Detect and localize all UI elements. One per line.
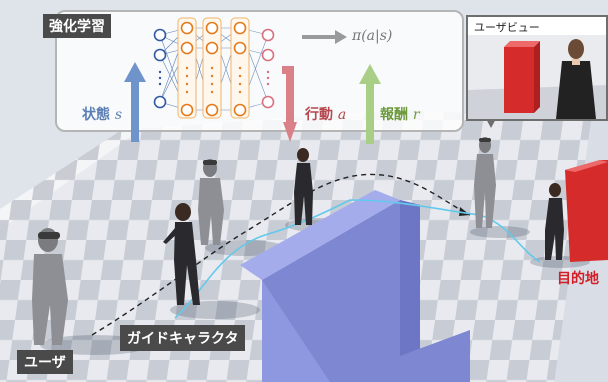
state-label: 状態 s	[82, 104, 122, 124]
policy-label: π(a|s)	[352, 28, 393, 44]
user-view-panel: ユーザビュー	[466, 15, 608, 121]
action-label-text: 行動	[305, 107, 333, 123]
state-symbol: s	[114, 107, 123, 123]
reward-label-text: 報酬	[380, 107, 408, 123]
reward-arrow	[359, 64, 381, 144]
red-box-target-icon	[504, 41, 540, 113]
person-figure-icon	[556, 39, 596, 119]
neural-network-icon	[153, 17, 347, 119]
guide-character-figures	[163, 148, 564, 305]
user-view-title: ユーザビュー	[474, 21, 540, 34]
reinforcement-learning-panel	[55, 10, 464, 132]
rl-title: 強化学習	[43, 14, 111, 38]
l-shaped-wall	[240, 190, 470, 382]
reward-symbol: r	[412, 107, 420, 123]
user-label: ユーザ	[17, 350, 73, 374]
action-label: 行動 a	[305, 104, 346, 124]
user-view-image	[468, 35, 606, 119]
goal-label: 目的地	[557, 271, 599, 287]
cyan-path	[174, 199, 541, 319]
action-arrow	[282, 66, 297, 142]
guide-character-label: ガイドキャラクタ	[120, 325, 246, 351]
state-arrow	[124, 62, 146, 142]
reward-label: 報酬 r	[380, 104, 420, 124]
vr-headset-icon	[38, 232, 60, 239]
person-figure-icon	[32, 137, 496, 345]
state-label-text: 状態	[82, 107, 110, 123]
action-symbol: a	[337, 107, 347, 123]
red-box-target-icon	[565, 160, 608, 262]
